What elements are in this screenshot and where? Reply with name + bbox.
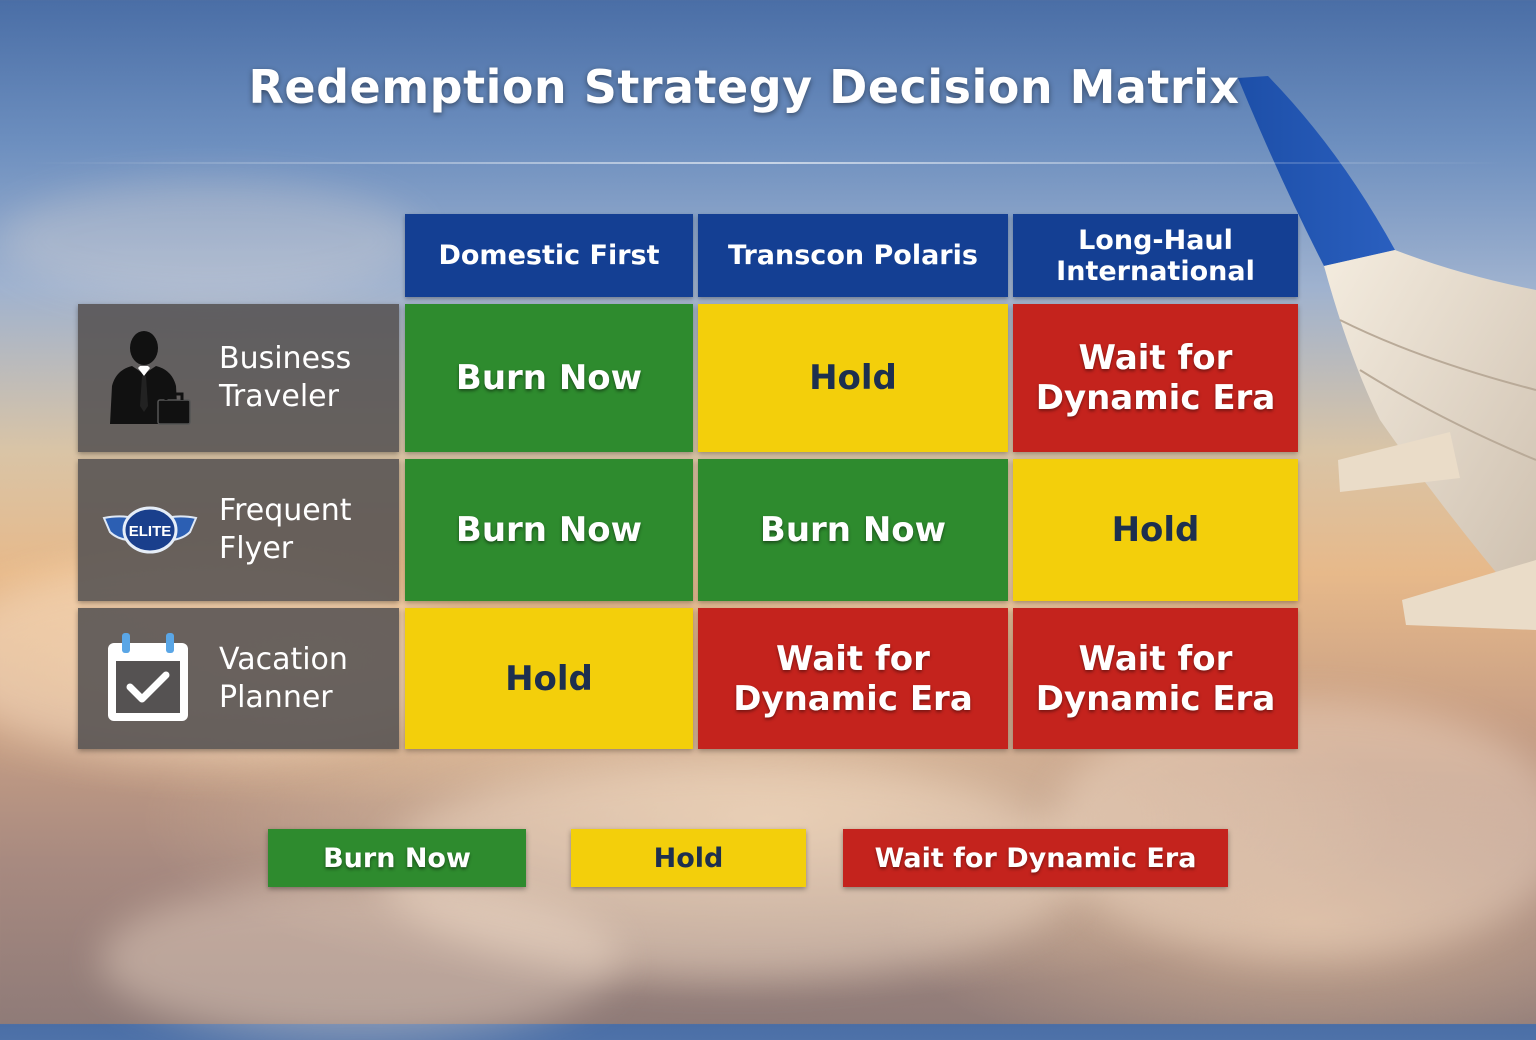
cell-frequent-domestic: Burn Now bbox=[405, 459, 693, 601]
cloud bbox=[100, 880, 620, 1040]
row-header-frequent-flyer: ELITE Frequent Flyer bbox=[78, 459, 399, 601]
business-traveler-icon bbox=[110, 331, 191, 425]
cell-frequent-transcon: Burn Now bbox=[698, 459, 1008, 601]
column-header-long-haul-international: Long-Haul International bbox=[1013, 214, 1298, 297]
calendar-check-icon bbox=[108, 632, 188, 721]
cell-vacation-longhaul: Wait for Dynamic Era bbox=[1013, 608, 1298, 749]
row-header-vacation-planner: Vacation Planner bbox=[78, 608, 399, 749]
cell-vacation-domestic: Hold bbox=[405, 608, 693, 749]
row-label-frequent-flyer: Frequent Flyer bbox=[219, 493, 352, 566]
cell-business-domestic: Burn Now bbox=[405, 304, 693, 452]
column-header-domestic-first: Domestic First bbox=[405, 214, 693, 297]
legend-wait-for-dynamic-era: Wait for Dynamic Era bbox=[843, 829, 1228, 887]
elite-wings-icon: ELITE bbox=[102, 506, 198, 554]
column-header-transcon-polaris: Transcon Polaris bbox=[698, 214, 1008, 297]
elite-badge-text: ELITE bbox=[129, 523, 172, 540]
cell-business-longhaul: Wait for Dynamic Era bbox=[1013, 304, 1298, 452]
legend-hold: Hold bbox=[571, 829, 806, 887]
row-label-business-traveler: Business Traveler bbox=[219, 341, 352, 414]
row-header-business-traveler: Business Traveler bbox=[78, 304, 399, 452]
cloud bbox=[0, 180, 420, 300]
cell-business-transcon: Hold bbox=[698, 304, 1008, 452]
page-title: Redemption Strategy Decision Matrix bbox=[248, 60, 1240, 114]
cell-frequent-longhaul: Hold bbox=[1013, 459, 1298, 601]
title-divider bbox=[30, 162, 1506, 164]
airplane-wing-image bbox=[1238, 76, 1536, 630]
legend-burn-now: Burn Now bbox=[268, 829, 526, 887]
cell-vacation-transcon: Wait for Dynamic Era bbox=[698, 608, 1008, 749]
row-label-vacation-planner: Vacation Planner bbox=[219, 641, 348, 715]
